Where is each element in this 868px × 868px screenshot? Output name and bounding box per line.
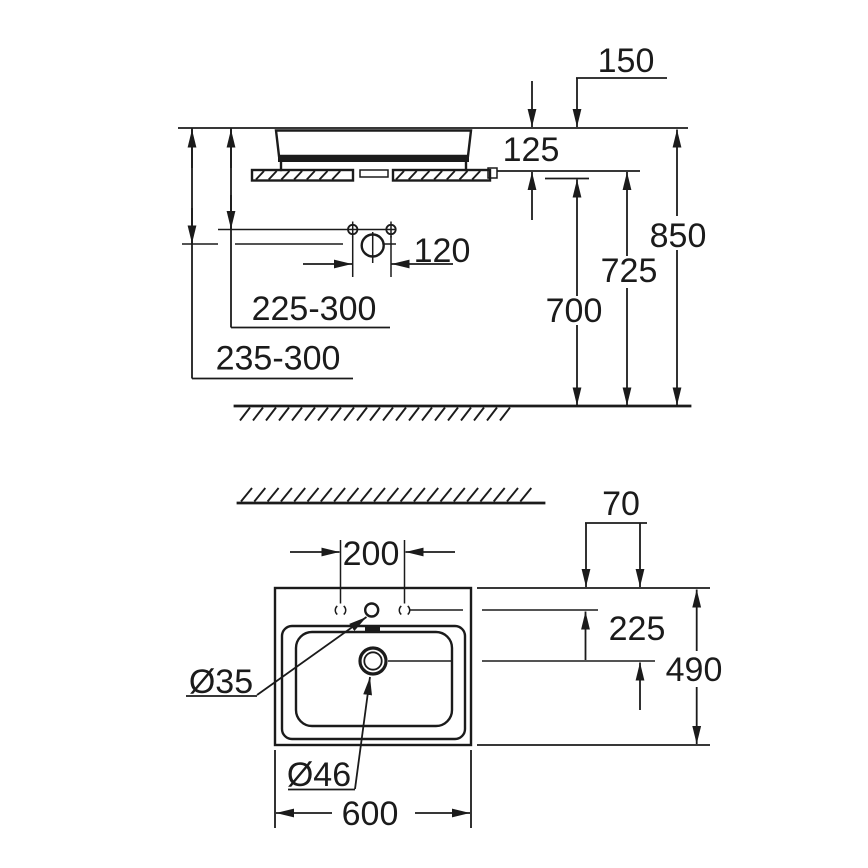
dim-725-label: 725 (601, 252, 658, 290)
dim-725: 725 (601, 172, 658, 406)
bowl-outer-outline (280, 624, 467, 741)
drain-cutout-fitting (359, 169, 389, 178)
wall-hatch (240, 487, 533, 503)
dim-225-label: 225 (609, 610, 666, 648)
dim-225-300-label: 225-300 (252, 290, 377, 328)
basin-outline-plan (273, 586, 473, 747)
dia35-label: Ø35 (189, 663, 253, 701)
dim-125: 125 (503, 81, 560, 220)
front-elevation-view: 120 225-300 235-300 150 (178, 42, 707, 422)
callout-dia35: Ø35 (186, 616, 368, 701)
dim-125-label: 125 (503, 131, 560, 169)
dim-850: 850 (650, 129, 707, 406)
dim-225: 225 (609, 523, 666, 710)
counter-hatch-right (395, 170, 481, 181)
dim-600: 600 (274, 750, 472, 833)
dim-120-label: 120 (414, 232, 471, 270)
dim-850-label: 850 (650, 217, 707, 255)
dim-70: 70 (581, 485, 647, 660)
overflow-marker (365, 626, 380, 633)
callout-dia46: Ø46 (287, 676, 372, 794)
dim-150: 150 (572, 42, 667, 127)
dim-490: 490 (666, 589, 723, 744)
optional-hole-right (398, 605, 402, 616)
floor-hatch (239, 406, 511, 422)
dim-200: 200 (290, 535, 455, 604)
supply-hole-symbols (182, 221, 397, 263)
faucet-hole (364, 602, 380, 618)
dim-70-label: 70 (602, 485, 640, 523)
optional-hole-left (334, 605, 338, 616)
bowl-inner-outline (294, 630, 454, 728)
dim-150-label: 150 (598, 42, 655, 80)
dim-235-300: 235-300 (187, 128, 353, 380)
dim-700-label: 700 (546, 292, 603, 330)
dia46-label: Ø46 (287, 756, 351, 794)
wall-line (236, 487, 546, 505)
dim-700: 700 (546, 179, 603, 406)
counter-hatch-left (255, 170, 341, 181)
dim-235-300-label: 235-300 (216, 340, 341, 378)
drain-hole (358, 646, 388, 676)
basin-rim-shadow-band (278, 155, 469, 162)
dim-490-label: 490 (666, 651, 723, 689)
counter-end-cap (487, 167, 498, 179)
countertop-section (250, 167, 498, 182)
floor-line (233, 404, 692, 422)
dim-225-300: 225-300 (226, 128, 390, 329)
plan-view: 200 70 225 490 (186, 485, 722, 833)
dim-120: 120 (303, 232, 470, 277)
deck-holes (334, 602, 411, 618)
dim-600-label: 600 (342, 795, 399, 833)
basin-side-profile (274, 129, 473, 172)
dim-200-label: 200 (343, 535, 400, 573)
